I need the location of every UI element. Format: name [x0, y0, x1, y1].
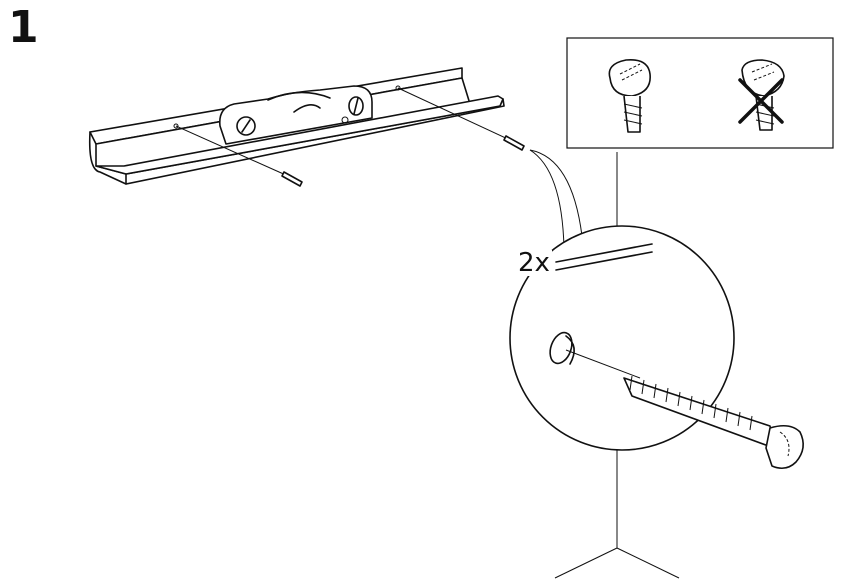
step-number: 1: [8, 2, 39, 53]
callout-connector-outer: [529, 149, 583, 237]
callout-connector-inner: [529, 149, 565, 249]
wall-shelf-rail: [88, 67, 505, 185]
screw-head-correct-icon: [608, 58, 651, 133]
screw-left: [175, 125, 303, 187]
screw-right: [397, 87, 525, 151]
detail-screw: [623, 375, 804, 470]
detail-circle: [509, 225, 735, 451]
quantity-label: 2x: [516, 248, 552, 278]
screw-type-info-box: [566, 37, 834, 149]
cross-icon: [738, 78, 784, 124]
